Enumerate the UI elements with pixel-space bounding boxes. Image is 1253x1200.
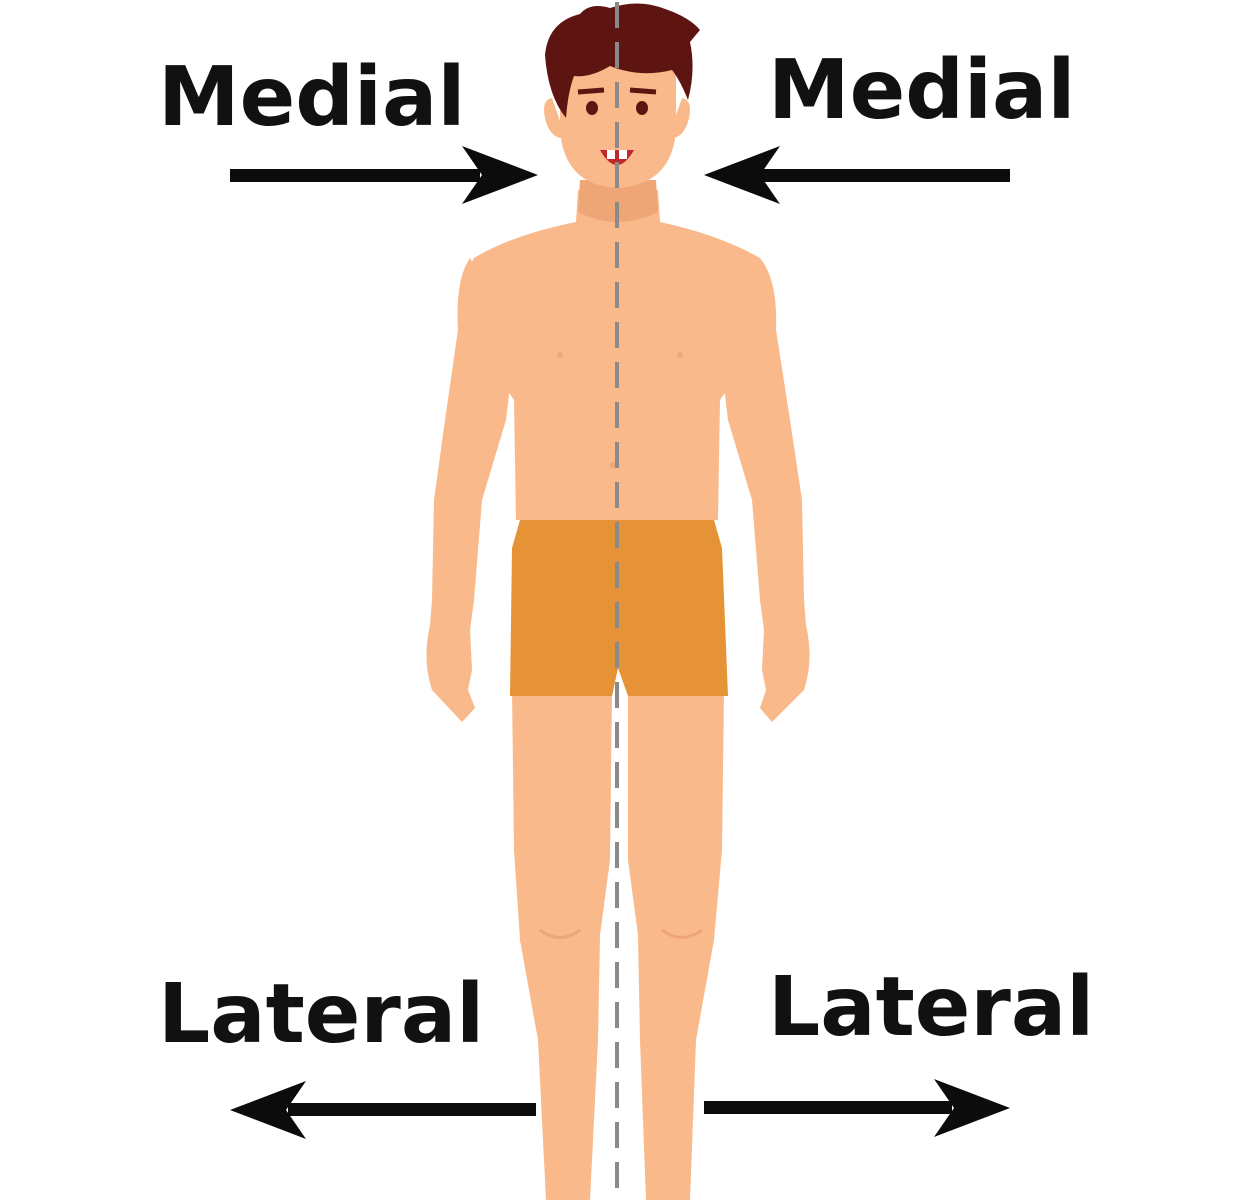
medial-label-left: Medial (158, 50, 465, 145)
human-figure (426, 3, 810, 1200)
medial-arrow-left (230, 146, 538, 204)
torso (462, 190, 774, 520)
face (560, 40, 676, 188)
lateral-arrow-right (704, 1079, 1010, 1137)
hair (545, 3, 700, 119)
right-leg (628, 690, 724, 1200)
left-arm (426, 258, 516, 722)
right-arm (718, 258, 810, 722)
medial-label-right: Medial (768, 43, 1075, 138)
lateral-label-right: Lateral (768, 960, 1094, 1055)
lateral-label-left: Lateral (158, 967, 484, 1062)
lateral-arrow-left (230, 1081, 536, 1139)
medial-arrow-right (704, 146, 1010, 204)
left-leg (512, 690, 612, 1200)
left-eye (586, 101, 598, 115)
right-eye (636, 101, 648, 115)
